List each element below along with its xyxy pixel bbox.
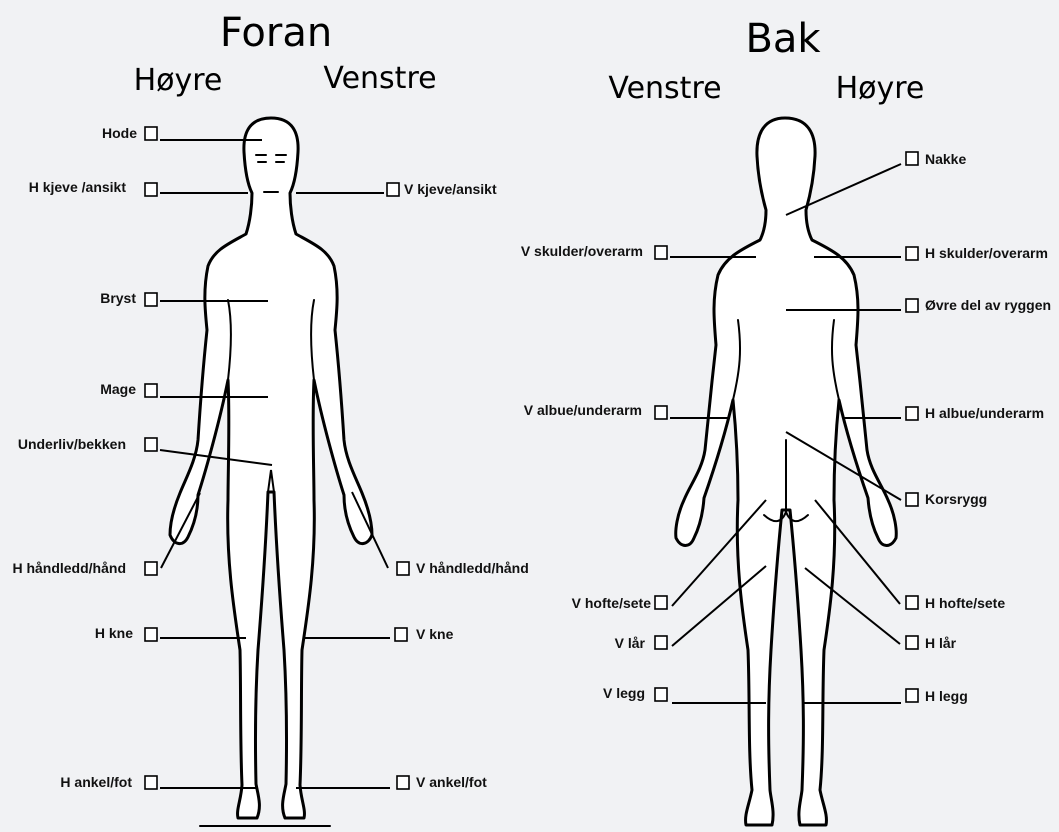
- label-bryst: Bryst: [100, 290, 136, 306]
- front-side-left-label: Høyre: [134, 63, 223, 98]
- checkbox-box-h-legg[interactable]: [906, 689, 918, 702]
- label-v-skulder: V skulder/overarm: [521, 243, 643, 259]
- checkbox-box-underliv[interactable]: [145, 438, 157, 451]
- label-v-lar: V lår: [615, 635, 646, 651]
- checkbox-v-kne[interactable]: V kne: [304, 626, 454, 642]
- label-h-kjeve: H kjeve /ansikt: [29, 179, 127, 195]
- label-v-handledd: V håndledd/hånd: [416, 560, 529, 576]
- checkbox-v-ankel[interactable]: V ankel/fot: [296, 774, 487, 790]
- label-h-ankel: H ankel/fot: [60, 774, 132, 790]
- back-side-right-label: Høyre: [836, 71, 925, 106]
- label-korsrygg: Korsrygg: [925, 491, 987, 507]
- label-h-kne: H kne: [95, 625, 133, 641]
- checkbox-v-skulder[interactable]: V skulder/overarm: [521, 243, 756, 259]
- checkbox-box-bryst[interactable]: [145, 293, 157, 306]
- checkbox-box-v-lar[interactable]: [655, 636, 667, 649]
- checkbox-box-v-legg[interactable]: [655, 688, 667, 701]
- label-v-kjeve: V kjeve/ansikt: [404, 181, 497, 197]
- label-underliv: Underliv/bekken: [18, 436, 126, 452]
- checkbox-box-v-kne[interactable]: [395, 628, 407, 641]
- label-v-albue: V albue/underarm: [524, 402, 642, 418]
- checkbox-box-h-handledd[interactable]: [145, 562, 157, 575]
- checkbox-box-korsrygg[interactable]: [906, 493, 918, 506]
- front-body-outline: [170, 118, 372, 818]
- checkbox-h-kne[interactable]: H kne: [95, 625, 246, 641]
- checkbox-h-hofte[interactable]: H hofte/sete: [815, 500, 1005, 611]
- checkbox-h-kjeve[interactable]: H kjeve /ansikt: [29, 179, 248, 196]
- checkbox-v-albue[interactable]: V albue/underarm: [524, 402, 730, 419]
- label-h-legg: H legg: [925, 688, 968, 704]
- checkbox-h-ankel[interactable]: H ankel/fot: [60, 774, 258, 790]
- checkbox-hode[interactable]: Hode: [102, 125, 262, 141]
- checkbox-box-h-kne[interactable]: [145, 628, 157, 641]
- back-side-left-label: Venstre: [608, 71, 721, 106]
- checkbox-box-h-ankel[interactable]: [145, 776, 157, 789]
- label-h-hofte: H hofte/sete: [925, 595, 1005, 611]
- front-body-figure: [170, 118, 372, 826]
- checkbox-v-legg[interactable]: V legg: [603, 685, 766, 703]
- checkbox-box-h-kjeve[interactable]: [145, 183, 157, 196]
- back-body-figure: [676, 118, 896, 825]
- checkbox-box-v-ankel[interactable]: [397, 776, 409, 789]
- checkbox-box-h-hofte[interactable]: [906, 596, 918, 609]
- checkbox-box-h-skulder[interactable]: [906, 247, 918, 260]
- checkbox-box-v-handledd[interactable]: [397, 562, 409, 575]
- front-side-right-label: Venstre: [323, 61, 436, 96]
- checkbox-box-nakke[interactable]: [906, 152, 918, 165]
- checkbox-box-mage[interactable]: [145, 384, 157, 397]
- checkbox-v-kjeve[interactable]: V kjeve/ansikt: [296, 181, 497, 197]
- label-v-ankel: V ankel/fot: [416, 774, 487, 790]
- checkbox-box-v-skulder[interactable]: [655, 246, 667, 259]
- label-h-handledd: H håndledd/hånd: [12, 560, 126, 576]
- label-h-skulder: H skulder/overarm: [925, 245, 1048, 261]
- label-hode: Hode: [102, 125, 137, 141]
- label-ovre-rygg: Øvre del av ryggen: [925, 297, 1051, 313]
- checkbox-box-v-albue[interactable]: [655, 406, 667, 419]
- checkbox-box-hode[interactable]: [145, 127, 157, 140]
- checkbox-box-v-kjeve[interactable]: [387, 183, 399, 196]
- checkbox-h-legg[interactable]: H legg: [804, 688, 968, 704]
- checkbox-box-v-hofte[interactable]: [655, 596, 667, 609]
- label-mage: Mage: [100, 381, 136, 397]
- checkbox-box-ovre-rygg[interactable]: [906, 299, 918, 312]
- checkbox-box-h-lar[interactable]: [906, 636, 918, 649]
- checkbox-v-handledd[interactable]: V håndledd/hånd: [352, 492, 529, 576]
- label-h-lar: H lår: [925, 635, 957, 651]
- checkbox-h-albue[interactable]: H albue/underarm: [843, 405, 1044, 421]
- label-v-legg: V legg: [603, 685, 645, 701]
- label-v-hofte: V hofte/sete: [572, 595, 652, 611]
- checkbox-box-h-albue[interactable]: [906, 407, 918, 420]
- label-nakke: Nakke: [925, 151, 966, 167]
- label-h-albue: H albue/underarm: [925, 405, 1044, 421]
- back-title: Bak: [745, 16, 821, 62]
- front-title: Foran: [220, 10, 332, 56]
- checkbox-h-skulder[interactable]: H skulder/overarm: [814, 245, 1048, 261]
- label-v-kne: V kne: [416, 626, 454, 642]
